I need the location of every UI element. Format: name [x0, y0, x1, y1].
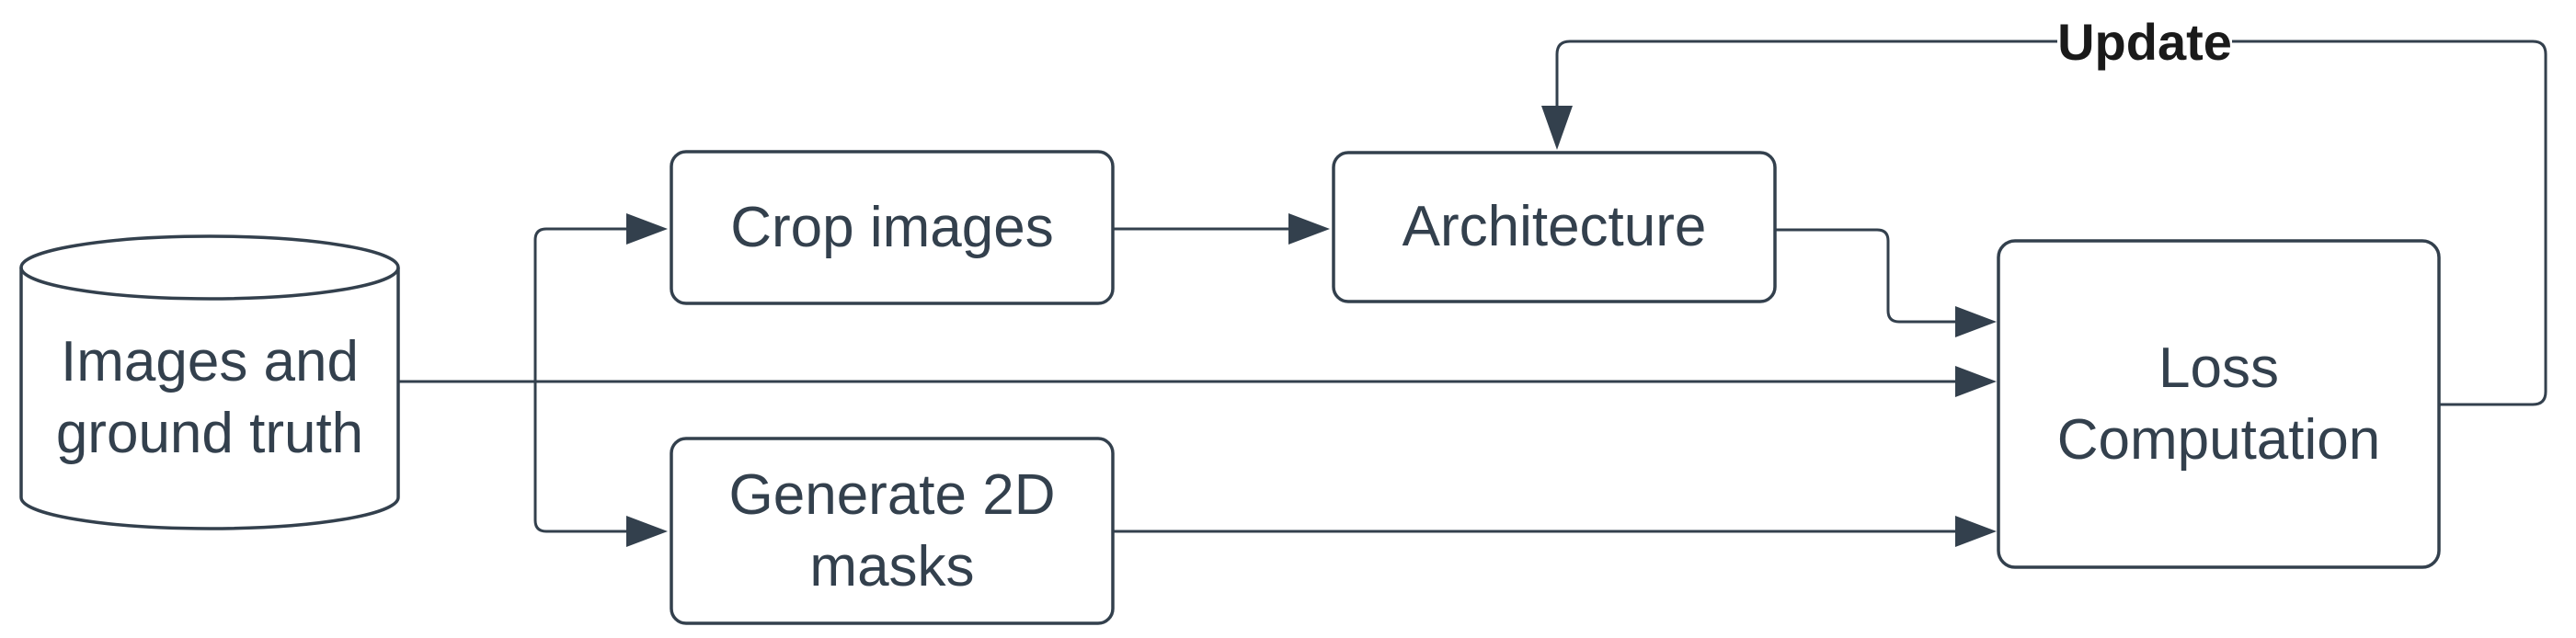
node-crop-box [670, 150, 1115, 305]
node-masks-box [670, 437, 1115, 625]
arrowhead-crop-to-architecture [1288, 213, 1330, 245]
arrowhead-dataset-to-masks [626, 516, 668, 547]
edge-dataset-to-crop [533, 227, 626, 382]
cylinder-body [19, 234, 400, 530]
arrowhead-architecture-to-loss [1955, 306, 1997, 337]
node-dataset-cylinder [19, 234, 400, 530]
node-architecture-box [1332, 151, 1777, 303]
arrowhead-dataset-to-crop [626, 213, 668, 245]
edge-architecture-to-loss [1775, 228, 1955, 324]
arrowhead-update-to-architecture [1541, 106, 1573, 150]
cylinder-top-ellipse-rim [19, 267, 400, 301]
arrowhead-masks-to-loss [1955, 516, 1997, 547]
edge-dataset-to-masks [533, 382, 626, 533]
arrowhead-dataset-to-loss [1955, 366, 1997, 397]
edge-update-feedback [1555, 40, 2547, 406]
node-loss-box [1997, 239, 2441, 569]
